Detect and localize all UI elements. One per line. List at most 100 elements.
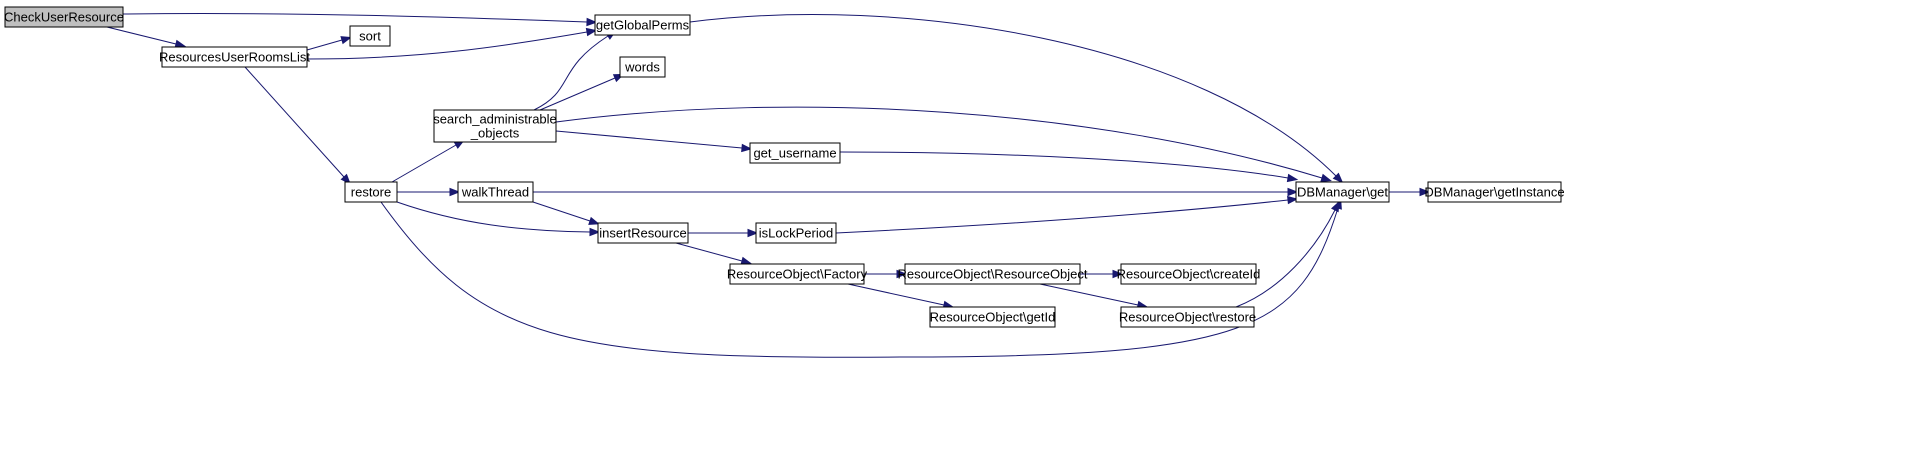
arrowhead-icon [174, 39, 187, 48]
edge-resourcesuserroomslist-to-getglobalperms [306, 27, 598, 60]
arrowhead-icon [1419, 187, 1431, 197]
node-box [904, 263, 1081, 285]
node-insertresource[interactable]: insertResource [597, 222, 689, 244]
node-restore[interactable]: restore [344, 181, 398, 203]
arrowhead-icon [1287, 195, 1299, 205]
node-rorestore[interactable]: ResourceObject\restore [1119, 306, 1256, 328]
node-box [749, 142, 841, 164]
edge-line [306, 31, 588, 60]
edge-resourcesuserroomslist-to-sort [306, 36, 352, 51]
node-box [4, 6, 124, 28]
node-getid[interactable]: ResourceObject\getId [929, 306, 1056, 328]
node-sort[interactable]: sort [349, 25, 391, 47]
edge-getglobalperms-to-dbget [689, 14, 1344, 184]
node-box [597, 222, 689, 244]
node-label: insertResource [599, 226, 686, 241]
node-createid[interactable]: ResourceObject\createId [1117, 263, 1261, 285]
edge-line [106, 26, 177, 45]
node-label: DBManager\get [1297, 185, 1388, 200]
node-dbgetinstance[interactable]: DBManager\getInstance [1424, 181, 1565, 203]
edge-line [539, 77, 616, 111]
edge-line [122, 13, 588, 23]
edge-search-to-words [539, 73, 625, 111]
edge-line [391, 144, 457, 183]
node-resourceobject[interactable]: ResourceObject\ResourceObject [897, 263, 1088, 285]
node-getglobalperms[interactable]: getGlobalPerms [594, 14, 691, 36]
node-dbget[interactable]: DBManager\get [1295, 181, 1390, 203]
arrowhead-icon [589, 227, 601, 237]
edge-line [244, 66, 345, 178]
edge-line [689, 14, 1337, 177]
node-factory[interactable]: ResourceObject\Factory [727, 263, 868, 285]
node-label: ResourceObject\ResourceObject [897, 267, 1087, 282]
node-label: CheckUserResource [4, 10, 124, 25]
edge-line [675, 242, 743, 262]
node-box [344, 181, 398, 203]
node-box [433, 109, 557, 143]
arrowhead-icon [1287, 187, 1299, 197]
node-box [457, 181, 534, 203]
node-label: restore [351, 185, 391, 200]
node-get_username[interactable]: get_username [749, 142, 841, 164]
edge-line [1235, 209, 1336, 308]
edge-line [380, 201, 1339, 358]
edge-search-to-get_username [555, 130, 753, 153]
node-label: ResourceObject\createId [1117, 267, 1261, 282]
edge-line [555, 106, 1323, 179]
node-checkuserresource[interactable]: CheckUserResource [4, 6, 124, 28]
node-box [619, 56, 666, 78]
arrowhead-icon [586, 17, 598, 27]
node-box [161, 46, 308, 68]
edge-insertresource-to-islockperiod [688, 228, 759, 238]
edge-line [533, 35, 609, 111]
node-label: get_username [753, 146, 836, 161]
edge-restore-to-insertresource [396, 201, 601, 237]
arrowhead-icon [1320, 173, 1332, 182]
edge-walkthread-to-insertresource [532, 201, 600, 225]
arrowhead-icon [588, 216, 600, 225]
edge-factory-to-resourceobject [864, 269, 908, 279]
edge-line [839, 151, 1289, 179]
edge-dbget-to-dbgetinstance [1389, 187, 1431, 197]
arrowhead-icon [1112, 269, 1124, 279]
arrowhead-icon [896, 269, 908, 279]
arrowhead-icon [1330, 200, 1340, 213]
node-box [929, 306, 1056, 328]
node-label: getGlobalPerms [596, 18, 690, 33]
edge-search-to-getglobalperms [533, 30, 617, 111]
node-resourcesuserroomslist[interactable]: ResourcesUserRoomsList [159, 46, 310, 68]
node-box [349, 25, 391, 47]
node-islockperiod[interactable]: isLockPeriod [755, 222, 837, 244]
edge-restore-to-search [391, 139, 465, 183]
node-label: DBManager\getInstance [1424, 185, 1564, 200]
node-box [1295, 181, 1390, 203]
node-words[interactable]: words [619, 56, 666, 78]
arrowhead-icon [741, 143, 753, 153]
edge-checkuserresource-to-resourcesuserroomslist [106, 26, 187, 48]
node-box [1120, 306, 1255, 328]
edge-line [532, 201, 591, 222]
node-box [594, 14, 691, 36]
node-label: ResourceObject\restore [1119, 310, 1256, 325]
edge-factory-to-getid [847, 283, 955, 310]
edge-line [555, 130, 743, 149]
edge-rorestore-to-dbget [1235, 200, 1340, 308]
arrowhead-icon [740, 256, 753, 265]
edge-resourceobject-to-rorestore [1039, 283, 1149, 310]
node-box [1120, 263, 1257, 285]
edge-line [847, 283, 945, 306]
node-box [1427, 181, 1562, 203]
node-label: ResourceObject\getId [930, 310, 1056, 325]
arrowhead-icon [449, 187, 461, 197]
edge-line [306, 39, 343, 51]
edge-restore-to-walkthread [397, 187, 461, 197]
edge-search-to-dbget [555, 106, 1332, 182]
edge-line [396, 201, 591, 233]
node-box [755, 222, 837, 244]
node-search[interactable]: search_administrable_objects [433, 109, 557, 143]
edge-walkthread-to-dbget [533, 187, 1299, 197]
edge-checkuserresource-to-getglobalperms [122, 13, 598, 27]
node-walkthread[interactable]: walkThread [457, 181, 534, 203]
node-box [729, 263, 865, 285]
